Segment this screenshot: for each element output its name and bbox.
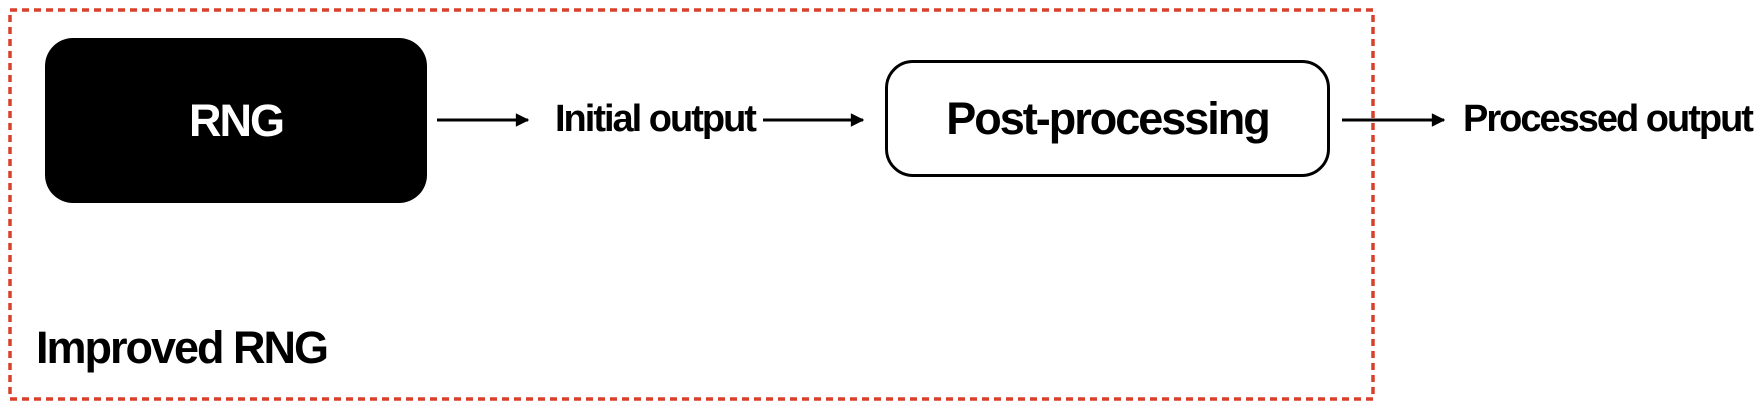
processed-output-label: Processed output <box>1463 98 1754 140</box>
initial-output-label: Initial output <box>555 98 757 140</box>
node-rng: RNG <box>45 38 427 203</box>
node-post-processing: Post-processing <box>885 60 1330 177</box>
node-post-processing-label: Post-processing <box>946 92 1271 144</box>
node-rng-label: RNG <box>189 94 285 146</box>
improved-rng-boundary-label: Improved RNG <box>36 322 329 373</box>
